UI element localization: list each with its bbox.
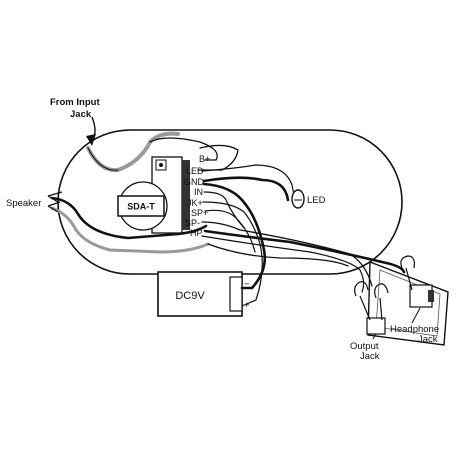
from-input-label-2: Jack [70,109,92,120]
output-jack-label: Output [350,341,379,352]
speaker-label: Speaker [6,198,41,209]
sda-t-chip [117,195,165,217]
pin-labels: B+ LED GND IN JK+ SP+ SP- HP [184,154,210,238]
battery-minus: − [244,279,250,290]
pin-label: IN [194,187,203,197]
from-input-label: From Input [50,97,100,108]
speaker-cable [50,196,208,240]
jack-bracket [367,260,449,346]
output-jack [354,281,389,335]
led-wire [201,164,295,196]
pin-label: LED [186,166,204,176]
headphone-jack [400,255,434,308]
pin-label: SP+ [191,208,208,218]
enclosure-outline [57,129,403,275]
pin-label: JK+ [187,198,203,208]
pin-label: B+ [199,154,210,164]
callouts: From Input Jack Speaker Headphone Jack O… [6,97,439,362]
pin-label: HP [190,228,203,238]
wires [50,131,406,307]
headphone-jack-label-2: Jack [418,334,438,345]
pin-label: SP- [185,218,200,228]
led-label: LED [307,195,326,206]
output-jack-label-2: Jack [360,351,380,362]
battery: DC9V − + [157,271,250,317]
led-component: LED [291,189,326,209]
headphone-jack-label: Headphone [390,324,439,335]
pin-label: GND [184,177,205,187]
chip-label: SDA-T [127,202,155,212]
sda-t-board: SDA-T [117,156,190,234]
battery-plus: + [244,300,250,311]
battery-label: DC9V [175,290,205,302]
